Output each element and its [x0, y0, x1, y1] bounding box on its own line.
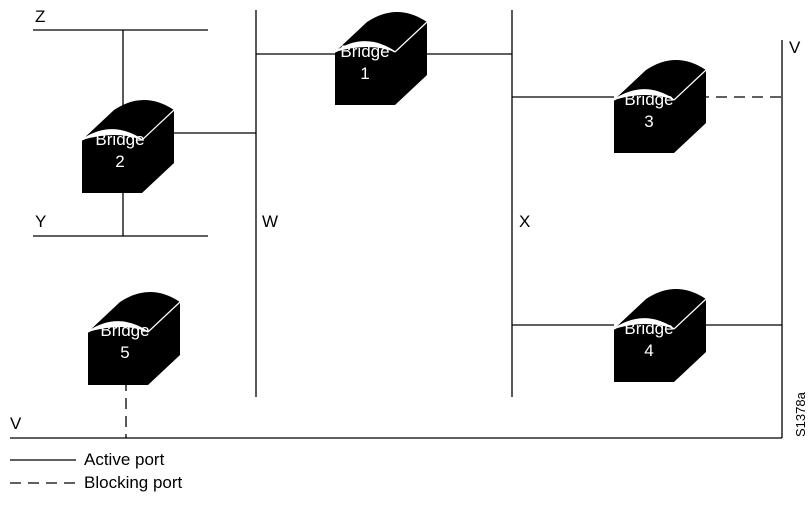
- legend-blocking-label: Blocking port: [84, 473, 183, 492]
- segment-w-label: W: [262, 212, 278, 231]
- bridge-1-name: Bridge: [340, 42, 389, 61]
- bridge-4-number: 4: [644, 341, 653, 360]
- bridge-5-name: Bridge: [100, 321, 149, 340]
- bridge-3: Bridge 3: [613, 59, 707, 154]
- bridge-4: Bridge 4: [613, 288, 707, 383]
- legend-active-label: Active port: [84, 450, 165, 469]
- bridge-1-number: 1: [360, 64, 369, 83]
- segment-v-bottom-label: V: [10, 414, 22, 433]
- bridge-2-number: 2: [115, 152, 124, 171]
- segment-x-label: X: [519, 212, 530, 231]
- bridge-1: Bridge 1: [334, 11, 428, 106]
- bridge-2: Bridge 2: [81, 99, 175, 194]
- bridge-2-name: Bridge: [95, 130, 144, 149]
- figure-id: S1378a: [793, 391, 808, 437]
- segment-v-top-label: V: [789, 38, 801, 57]
- bridge-4-name: Bridge: [624, 319, 673, 338]
- bridge-3-name: Bridge: [624, 90, 673, 109]
- segment-z-label: Z: [35, 7, 45, 26]
- bridge-3-number: 3: [644, 112, 653, 131]
- segment-y-label: Y: [35, 212, 46, 231]
- bridge-5-number: 5: [120, 343, 129, 362]
- bridge-5: Bridge 5: [87, 291, 181, 386]
